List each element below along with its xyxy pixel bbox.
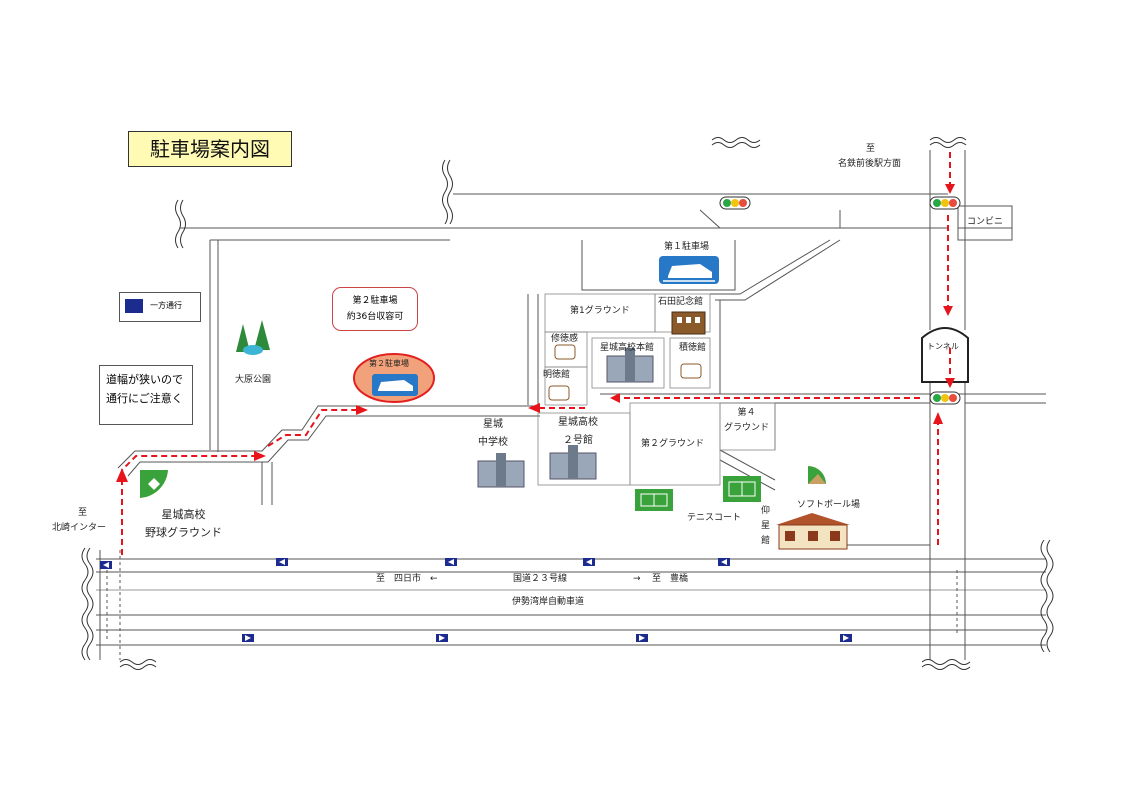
hall-building-icon bbox=[776, 513, 850, 550]
tennis-court-icon bbox=[635, 489, 673, 511]
parking2-bubble-line-2: 約36台収容可 bbox=[346, 312, 404, 322]
parking2-bubble: 第２駐車場 約36台収容可 bbox=[332, 287, 418, 331]
school-building-icon bbox=[549, 445, 597, 480]
ishida-hall-icon bbox=[671, 311, 706, 335]
oneway-legend: 一方通行 bbox=[119, 292, 201, 322]
park-trees-icon bbox=[236, 320, 270, 355]
junior-high-line-1: 星城 bbox=[483, 419, 503, 430]
expressway-label: 伊勢湾岸自動車道 bbox=[512, 597, 585, 607]
parking-2-highlight bbox=[353, 353, 435, 403]
ohara-park-label: 大原公園 bbox=[235, 375, 272, 385]
east-on-road: 至 豊橋 bbox=[652, 574, 689, 584]
sekitoku-label: 積徳館 bbox=[679, 343, 707, 353]
traffic-light-icon bbox=[719, 196, 751, 210]
bldg2-line-2: ２号館 bbox=[563, 435, 593, 446]
ground4-line-2: グラウンド bbox=[724, 423, 770, 433]
callout-line-2: 通行にご注意く bbox=[106, 392, 183, 405]
ground4-label: 第４ グラウンド bbox=[724, 406, 769, 436]
west-on-road: 至 四日市 ← bbox=[376, 574, 438, 584]
parking1-label: 第１駐車場 bbox=[664, 242, 710, 252]
tunnel-label: トンネル bbox=[927, 342, 959, 351]
ground4-line-1: 第４ bbox=[737, 408, 756, 418]
small-hall-icon bbox=[548, 344, 702, 401]
tennis-court-icon bbox=[723, 476, 761, 502]
baseball-label: 星城高校 野球グラウンド bbox=[145, 506, 222, 542]
roads bbox=[96, 150, 1046, 660]
route-arrows bbox=[121, 152, 951, 555]
gyoseikan-char-2: 星 bbox=[761, 521, 771, 531]
callout-line-1: 道幅が狭いので bbox=[106, 373, 183, 386]
junior-high-line-2: 中学校 bbox=[478, 437, 508, 448]
ishida-label: 石田記念館 bbox=[658, 297, 704, 307]
north-dest: 名鉄前後駅方面 bbox=[838, 159, 902, 169]
parking-car-icon bbox=[659, 256, 719, 284]
gyoseikan-char-1: 仰 bbox=[761, 506, 771, 516]
campus-blocks bbox=[537, 293, 776, 486]
traffic-light-icon bbox=[929, 196, 961, 210]
baseball-line-2: 野球グラウンド bbox=[145, 526, 222, 539]
parking2-bubble-line-1: 第２駐車場 bbox=[352, 296, 398, 306]
gyoseikan-char-3: 館 bbox=[761, 536, 771, 546]
ground1-label: 第1グラウンド bbox=[570, 306, 630, 316]
school-building-icon bbox=[477, 453, 525, 488]
national-road-label: 国道２３号線 bbox=[513, 574, 568, 584]
oneway-arrow-icon bbox=[125, 299, 143, 313]
oneway-chips bbox=[100, 558, 852, 642]
softball-field-icon bbox=[808, 466, 826, 484]
softball-label: ソフトボール場 bbox=[797, 500, 861, 510]
convenience-label: コンビニ bbox=[967, 217, 1004, 227]
north-to: 至 bbox=[866, 144, 876, 154]
map-title: 駐車場案内図 bbox=[128, 131, 292, 167]
shutoku-label: 修徳感 bbox=[551, 334, 579, 344]
road-break-marks bbox=[81, 137, 1054, 670]
west-to: 至 bbox=[78, 508, 88, 518]
ground2-label: 第２グラウンド bbox=[641, 439, 705, 449]
bldg2-label: 星城高校 ２号館 bbox=[558, 414, 598, 450]
traffic-light-icon bbox=[929, 391, 961, 405]
main-bldg-label: 星城高校本館 bbox=[600, 343, 655, 353]
east-arrow: → bbox=[633, 574, 641, 584]
gyoseikan-label: 仰 星 館 bbox=[761, 504, 770, 549]
route-arrowheads bbox=[116, 184, 955, 482]
west-dest: 北崎インター bbox=[52, 523, 107, 533]
junior-high-label: 星城 中学校 bbox=[478, 416, 508, 452]
bldg2-line-1: 星城高校 bbox=[558, 417, 598, 428]
oneway-legend-label: 一方通行 bbox=[150, 301, 182, 310]
school-building-icon bbox=[606, 348, 654, 383]
baseball-line-1: 星城高校 bbox=[161, 508, 206, 521]
parking2-sign-label: 第２駐車場 bbox=[369, 359, 409, 368]
narrow-road-callout: 道幅が狭いので 通行にご注意く bbox=[99, 365, 193, 425]
tunnel bbox=[921, 327, 969, 383]
tennis-label: テニスコート bbox=[687, 513, 742, 523]
meitoku-label: 明徳館 bbox=[543, 370, 571, 380]
baseball-field-icon bbox=[140, 470, 168, 498]
oneway-chip-arrows bbox=[103, 559, 849, 641]
